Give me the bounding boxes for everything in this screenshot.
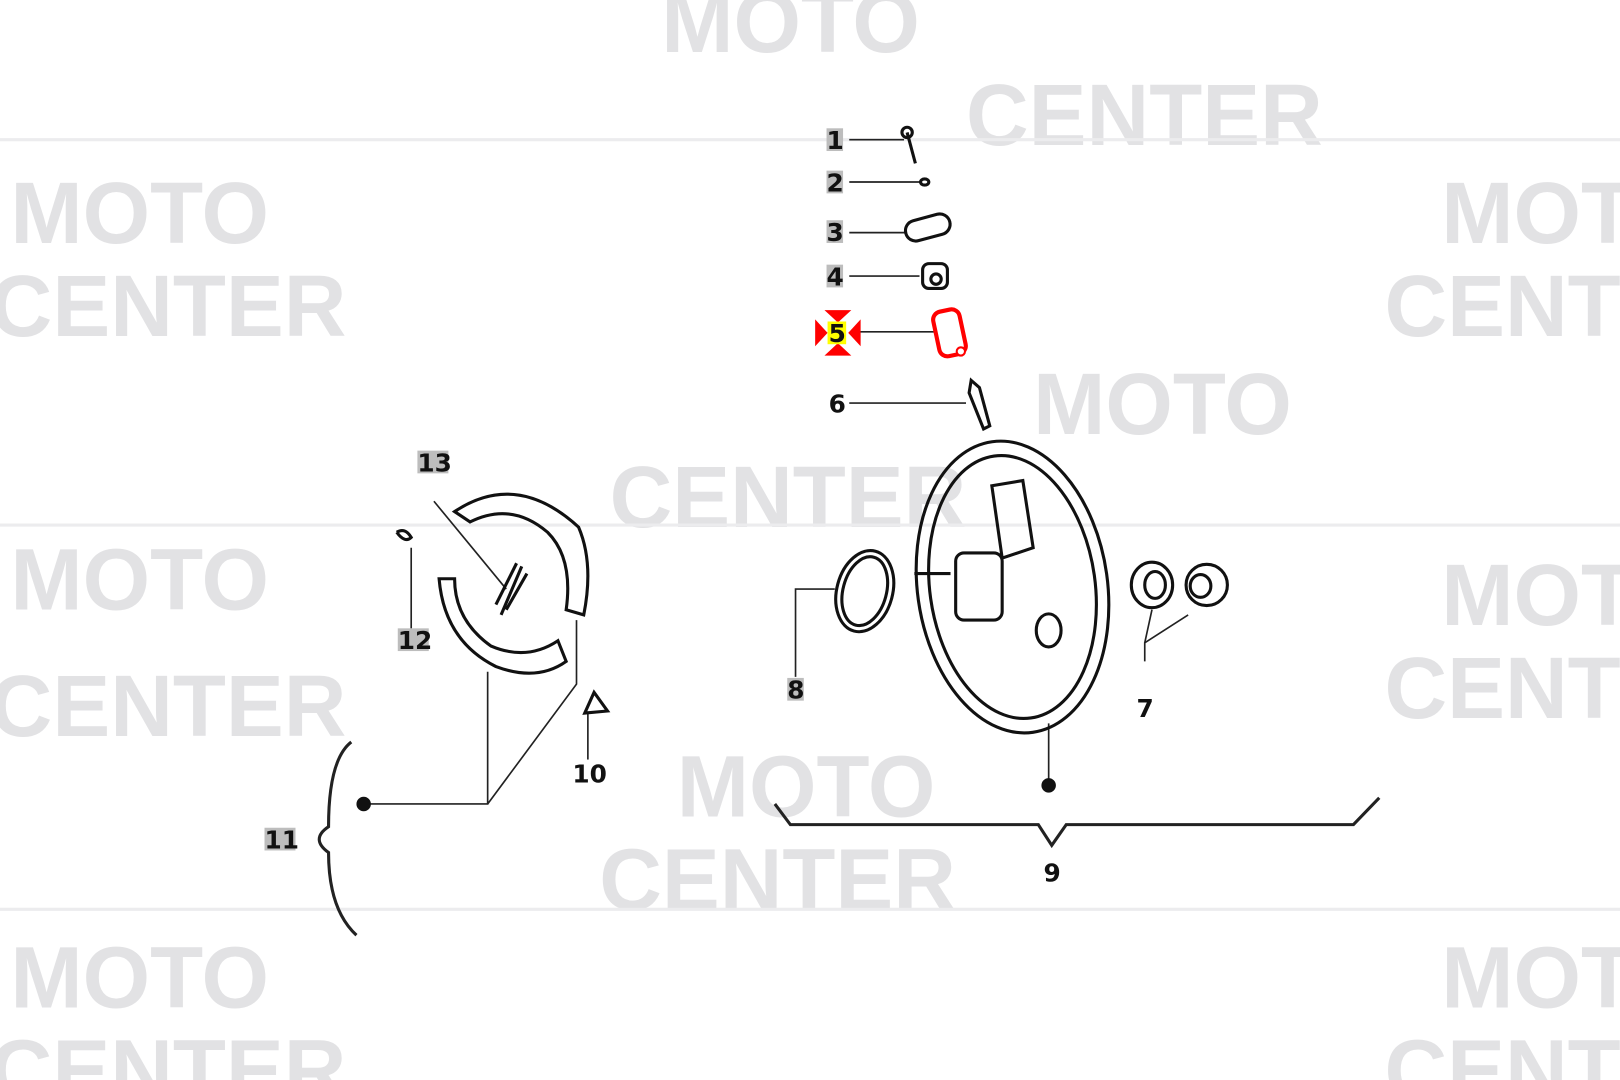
callout-3[interactable]: 3: [826, 218, 844, 247]
part-11-brake-shoes[interactable]: [437, 492, 590, 675]
callout-11[interactable]: 11: [264, 825, 299, 854]
callout-5-selected[interactable]: 5: [815, 310, 861, 356]
part-5-sleeve-highlighted[interactable]: [931, 307, 968, 359]
watermark-text: CENTER: [610, 449, 967, 546]
callout-7[interactable]: 7: [1136, 694, 1153, 723]
watermark-text: MOTO: [10, 930, 269, 1027]
callout-13[interactable]: 13: [417, 448, 452, 477]
part-6-bolt[interactable]: [967, 377, 992, 432]
callout-label: 12: [398, 626, 433, 655]
selection-marker-icon: [815, 310, 861, 356]
callout-10[interactable]: 10: [572, 759, 607, 788]
dot-markers: [356, 778, 1056, 812]
callout-label: 5: [829, 319, 846, 348]
leader-lines: [317, 138, 1381, 937]
part-1-screw[interactable]: [900, 125, 917, 164]
part-7-bearings[interactable]: [1129, 560, 1229, 610]
watermark-text: MOTO: [661, 0, 920, 71]
watermark-text: MOTO: [1441, 547, 1620, 644]
callout-1[interactable]: 1: [826, 126, 844, 155]
watermark-text: CENTER: [0, 1022, 346, 1080]
callout-label: 2: [827, 168, 844, 197]
callout-label: 1: [827, 126, 844, 155]
callout-label: 6: [829, 389, 846, 418]
callout-label: 3: [827, 218, 844, 247]
watermark-text: MOTO: [677, 738, 936, 835]
callout-label: 11: [264, 825, 298, 854]
watermark-text: CENTER: [0, 258, 346, 355]
callout-9[interactable]: 9: [1043, 858, 1060, 887]
callout-label: 7: [1136, 694, 1153, 723]
watermark-text: CENTER: [1384, 640, 1620, 737]
callout-label: 9: [1043, 858, 1060, 887]
part-2-washer[interactable]: [918, 177, 931, 187]
part-10-clip[interactable]: [582, 689, 611, 715]
part-9-brake-plate[interactable]: [898, 428, 1127, 745]
watermark-text: MOTO: [10, 165, 269, 262]
callout-12[interactable]: 12: [397, 626, 433, 655]
callout-label: 13: [417, 448, 452, 477]
callout-6[interactable]: 6: [829, 389, 846, 418]
watermark-text: CENTER: [966, 67, 1323, 164]
watermark-text: CENTER: [0, 658, 346, 755]
part-3-plate[interactable]: [903, 212, 952, 244]
callout-label: 4: [827, 262, 844, 291]
watermark-text: MOTO: [1441, 930, 1620, 1027]
part-13-spring[interactable]: [494, 562, 529, 616]
watermark-text: CENTER: [1384, 1022, 1620, 1080]
watermark-text: MOTO: [1441, 165, 1620, 262]
watermark-text: CENTER: [1384, 258, 1620, 355]
watermark-text: MOTO: [1033, 356, 1292, 453]
callout-4[interactable]: 4: [826, 262, 844, 291]
part-8-ring[interactable]: [827, 544, 902, 638]
callout-label: 10: [572, 759, 607, 788]
callout-label: 8: [787, 676, 804, 705]
callout-2[interactable]: 2: [826, 168, 844, 197]
watermark-text: CENTER: [599, 831, 956, 928]
part-4-bush[interactable]: [921, 262, 949, 290]
watermark-text: MOTO: [10, 532, 269, 629]
part-12-pin[interactable]: [395, 529, 414, 542]
callout-8[interactable]: 8: [787, 676, 805, 705]
